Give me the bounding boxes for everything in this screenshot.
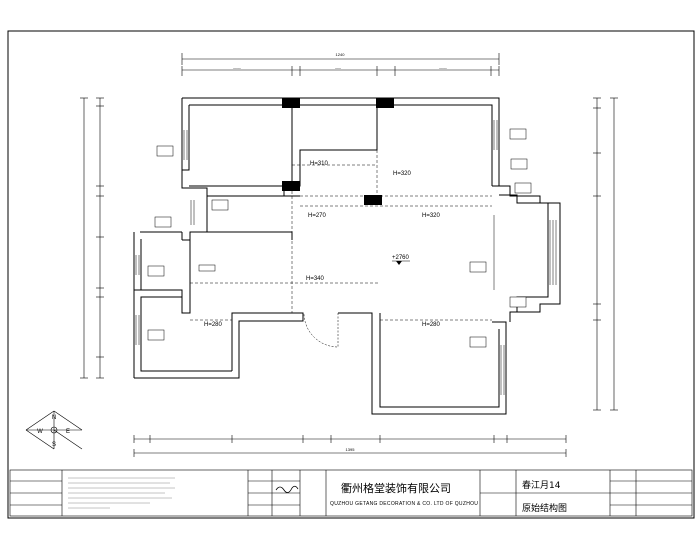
svg-text:____: ____: [232, 65, 241, 69]
equipment-tags: [147, 128, 532, 348]
beam-lines: [190, 150, 492, 321]
right-dimension-chain: [593, 97, 618, 411]
height-label-h320-top: H=320: [393, 171, 412, 177]
svg-text:W: W: [37, 429, 43, 435]
entry-door-swing: [303, 312, 339, 348]
windows: [135, 120, 557, 395]
bottom-total-dimension: 1395: [346, 447, 356, 452]
svg-text:___: ___: [334, 65, 341, 69]
title-block: [9, 469, 693, 517]
height-label-h280-left: H=280: [204, 322, 223, 328]
svg-text:____: ____: [438, 65, 447, 69]
top-total-dimension: 1240: [336, 52, 346, 57]
height-label-h280-right: H=280: [422, 322, 441, 328]
level-mark: +2760: [392, 255, 410, 265]
height-label-h270: H=270: [308, 213, 327, 219]
bottom-dimension-chain: [133, 435, 567, 457]
exterior-walls: [133, 97, 561, 415]
height-label-h320-mid: H=320: [422, 213, 441, 219]
structural-columns: [282, 98, 394, 205]
svg-text:E: E: [66, 429, 70, 435]
svg-text:S: S: [52, 442, 56, 448]
title-block-notes: [68, 477, 175, 509]
compass-rose: [25, 410, 83, 450]
company-name: 衢州格堂装饰有限公司: [341, 482, 451, 495]
left-dimension-chain: [80, 97, 104, 379]
height-labels: H=310 H=320 H=270 H=320 H=340 H=280 H=28…: [204, 161, 441, 328]
drawing-title: 原始结构图: [522, 504, 568, 514]
company-name-en: QUZHOU GETANG DECORATION & CO. LTD OF QU…: [330, 501, 479, 507]
signature-mark: [275, 485, 299, 493]
svg-text:N: N: [52, 415, 56, 421]
level-mark-value: +2760: [392, 255, 410, 261]
compass-letters: N E S W: [37, 415, 70, 448]
top-dimension-chain: [181, 53, 500, 76]
project-name: 春江月14: [522, 481, 561, 491]
height-label-h310: H=310: [310, 161, 329, 167]
height-label-h340: H=340: [306, 276, 325, 282]
top-segment-labels: ___________: [232, 65, 447, 69]
sheet-border: [7, 30, 695, 519]
